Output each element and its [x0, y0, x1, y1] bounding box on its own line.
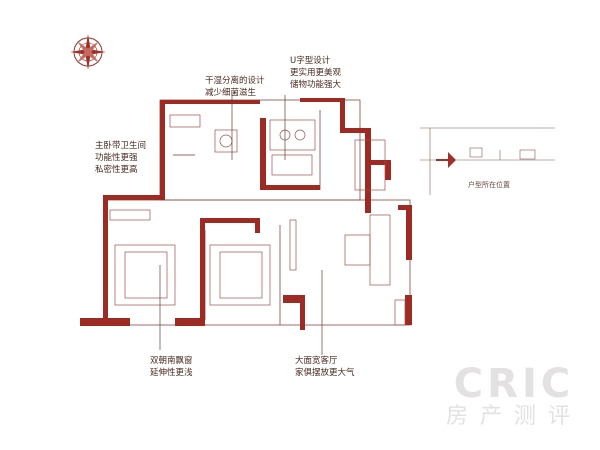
- walls: [80, 98, 412, 330]
- watermark: CRIC 房产测评: [446, 364, 582, 430]
- master-bath-callout: 主卧带卫生间 功能性更强 私密性更高: [95, 141, 147, 175]
- south-bay-window-callout: 双朝南飘窗 延伸性更浅: [150, 356, 193, 378]
- site-map: [420, 127, 555, 195]
- u-kitchen-callout: U字型设计 更实用更美观 储物功能强大: [290, 56, 342, 90]
- plan-outline: [104, 99, 411, 326]
- furniture: [109, 114, 406, 326]
- living-room-callout: 大面宽客厅 家俱摆放更大气: [295, 356, 355, 378]
- leader-lines: [159, 95, 323, 355]
- watermark-main: CRIC: [453, 361, 575, 407]
- dry-wet-callout: 干湿分离的设计 减少细菌滋生: [205, 76, 265, 98]
- site-location-label: 户型所在位置: [468, 181, 510, 189]
- watermark-sub: 房产测评: [445, 404, 582, 429]
- compass-icon: [70, 34, 106, 70]
